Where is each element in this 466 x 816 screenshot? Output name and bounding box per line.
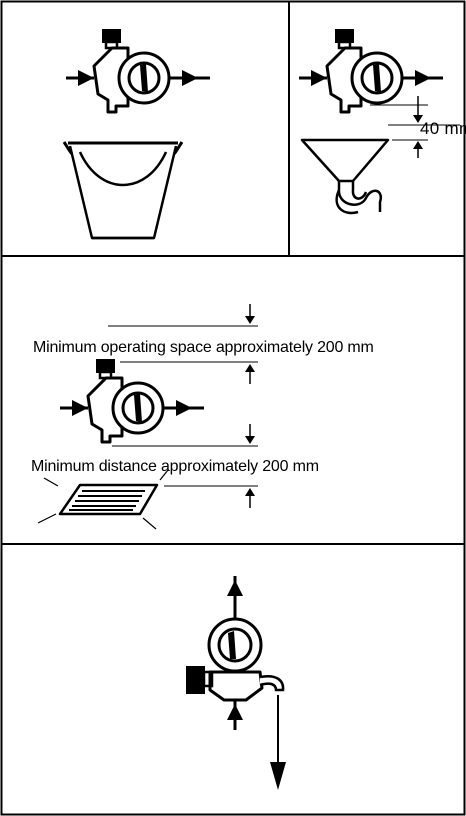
bottom-clearance-label: Minimum distance approximately 200 mm <box>31 458 319 475</box>
funnel-icon <box>300 138 390 215</box>
down-arrow-icon <box>270 695 286 790</box>
panel-bucket-drain <box>62 27 212 240</box>
bucket-icon <box>62 141 184 240</box>
panel-vertical-mount <box>186 576 286 790</box>
gap-label: 40 mm <box>420 119 466 138</box>
floor-drain-icon <box>37 469 169 530</box>
gap-dimension: 40 mm <box>370 96 466 158</box>
bottom-clearance-dimension <box>112 424 258 508</box>
top-clearance-label: Minimum operating space approximately 20… <box>33 339 374 356</box>
top-clearance-dimension <box>108 304 258 384</box>
vertical-valve-icon <box>186 576 285 730</box>
panel-funnel-drain: 40 mm <box>297 27 466 215</box>
valve-icon <box>58 357 206 444</box>
valve-icon <box>297 27 445 114</box>
valve-icon <box>64 27 212 114</box>
panel-clearances: Minimum operating space approximately 20… <box>31 304 374 530</box>
